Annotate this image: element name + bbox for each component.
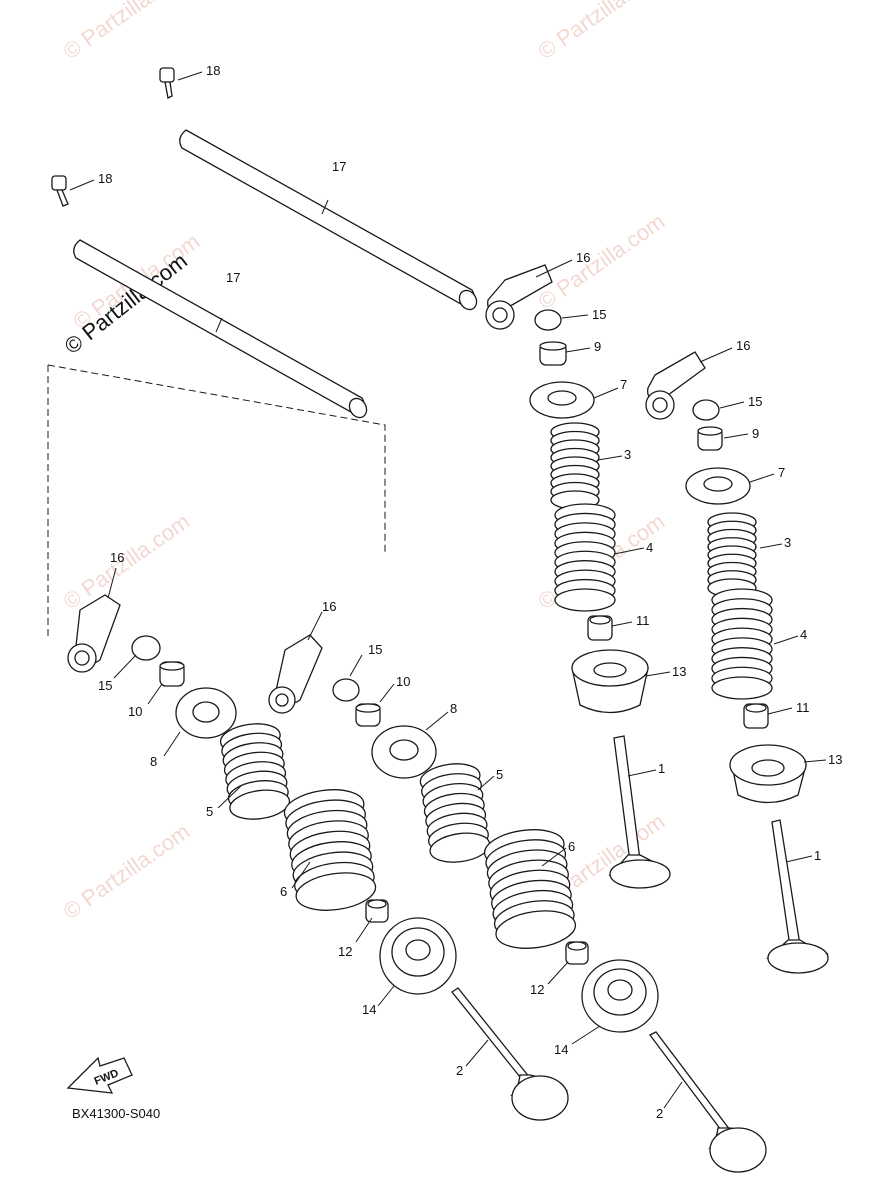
- callout-13: 13: [828, 752, 842, 767]
- watermark-text: © Partzilla.com: [59, 509, 195, 615]
- valve-spring: [550, 422, 600, 510]
- callout-17: 17: [226, 270, 240, 285]
- stem-seal: [565, 941, 589, 965]
- callout-6: 6: [568, 839, 575, 854]
- callout-2: 2: [656, 1106, 663, 1121]
- stem-seal: [365, 899, 389, 923]
- callout-12: 12: [530, 982, 544, 997]
- valve: [451, 987, 569, 1121]
- leader-lines: [69, 71, 827, 1109]
- rocker-shaft-lower: [73, 239, 368, 419]
- bolt-lower: [51, 175, 69, 207]
- callout-10: 10: [396, 674, 410, 689]
- callout-3: 3: [784, 535, 791, 550]
- callout-12: 12: [338, 944, 352, 959]
- callout-labels: 18 18 17 17 16 16 16 16 15 15 15 15 9 9 …: [98, 63, 842, 1121]
- rocker-arm-a: [485, 264, 553, 330]
- valve-spring: [283, 789, 377, 911]
- shim: [131, 635, 161, 661]
- shim: [692, 399, 720, 421]
- callout-8: 8: [450, 701, 457, 716]
- watermark-text: © Partzilla.com: [59, 0, 195, 64]
- callout-1: 1: [658, 761, 665, 776]
- reference-dashed-box: [47, 364, 386, 640]
- diagram-code: BX41300-S040: [72, 1106, 160, 1121]
- callout-6: 6: [280, 884, 287, 899]
- valve-spring: [707, 512, 757, 598]
- callout-7: 7: [778, 465, 785, 480]
- callout-15: 15: [748, 394, 762, 409]
- spring-seat: [571, 649, 649, 714]
- callout-1: 1: [814, 848, 821, 863]
- spring-coil: [495, 910, 577, 949]
- callout-14: 14: [554, 1042, 568, 1057]
- rocker-arm-b: [645, 351, 706, 420]
- callout-16: 16: [576, 250, 590, 265]
- spring-seat: [729, 744, 807, 804]
- callout-7: 7: [620, 377, 627, 392]
- valve: [649, 1031, 767, 1173]
- valve-cotter: [159, 661, 185, 687]
- spring-coil: [229, 789, 291, 820]
- watermark-text: © Partzilla.com: [534, 209, 670, 315]
- callout-8: 8: [150, 754, 157, 769]
- spring-seat: [581, 959, 659, 1033]
- spring-coil: [295, 872, 377, 911]
- callout-11: 11: [796, 700, 810, 715]
- valve-spring: [419, 763, 491, 863]
- stem-seal: [743, 703, 769, 729]
- callout-4: 4: [800, 627, 807, 642]
- spring-coil: [554, 588, 616, 612]
- callout-4: 4: [646, 540, 653, 555]
- watermark-text: © Partzilla.com: [59, 819, 195, 925]
- callout-15: 15: [368, 642, 382, 657]
- spring-retainer: [175, 687, 237, 739]
- shim: [534, 309, 562, 331]
- callout-9: 9: [594, 339, 601, 354]
- rocker-shaft-upper: [179, 129, 478, 311]
- callout-16: 16: [736, 338, 750, 353]
- valve-cotter: [539, 341, 567, 366]
- rocker-arm-d: [268, 634, 323, 714]
- valve: [608, 735, 671, 889]
- callout-5: 5: [496, 767, 503, 782]
- valve-spring: [711, 588, 773, 700]
- callout-15: 15: [98, 678, 112, 693]
- callout-2: 2: [456, 1063, 463, 1078]
- callout-15: 15: [592, 307, 606, 322]
- valve-cotter: [355, 703, 381, 727]
- valve-springs: [219, 422, 773, 949]
- spring-retainer: [529, 381, 595, 419]
- callout-3: 3: [624, 447, 631, 462]
- spring-retainer: [371, 725, 437, 779]
- rocker-arm-c: [67, 594, 121, 673]
- callout-10: 10: [128, 704, 142, 719]
- callout-16: 16: [322, 599, 336, 614]
- fwd-arrow-icon: FWD: [66, 1056, 133, 1094]
- spring-retainer: [685, 467, 751, 505]
- shim: [332, 678, 360, 702]
- callout-14: 14: [362, 1002, 376, 1017]
- stem-seal: [587, 615, 613, 641]
- callout-17: 17: [332, 159, 346, 174]
- callout-9: 9: [752, 426, 759, 441]
- valve: [765, 819, 829, 974]
- valve-spring: [554, 503, 616, 612]
- callout-5: 5: [206, 804, 213, 819]
- valve-spring: [483, 829, 577, 949]
- callout-13: 13: [672, 664, 686, 679]
- bolt-upper: [159, 67, 175, 99]
- spring-seat: [379, 917, 457, 995]
- callout-16: 16: [110, 550, 124, 565]
- watermark-text: © Partzilla.com: [534, 0, 670, 64]
- spring-coil: [711, 676, 773, 700]
- callout-11: 11: [636, 613, 650, 628]
- valve-spring: [219, 723, 291, 820]
- valve-cotter: [697, 426, 723, 451]
- callout-18: 18: [98, 171, 112, 186]
- callout-18: 18: [206, 63, 220, 78]
